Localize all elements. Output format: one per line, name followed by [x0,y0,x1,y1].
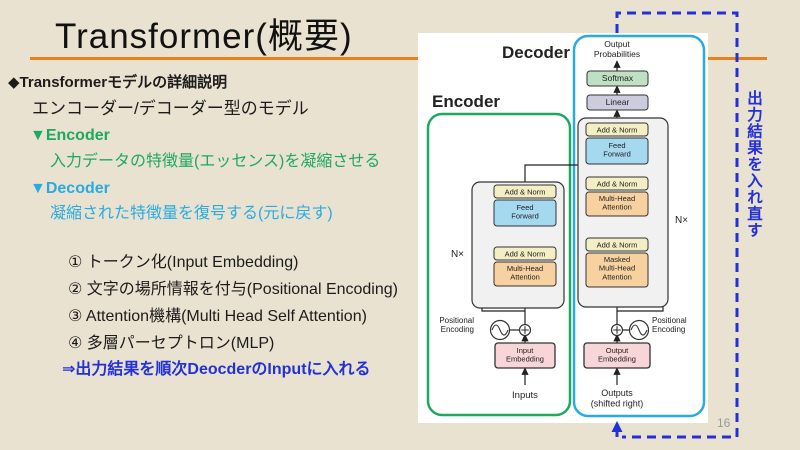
list-item-1: ① トークン化(Input Embedding) [68,254,299,271]
outputs-label: Outputs(shifted right) [591,388,644,408]
encoder-add-norm-1-label: Add & Norm [505,250,546,259]
decoder-description: 凝縮された特徴量を復号する(元に戻す) [50,205,333,222]
list-item-3: ③ Attention機構(Multi Head Self Attention) [68,308,367,325]
page-title: Transformer(概要) [55,17,353,56]
input-embedding-box [494,342,556,369]
encoder-add-norm-2-label: Add & Norm [505,188,546,197]
decoder-nx-label: N× [675,215,688,226]
encoder-group-label: Encoder [432,92,500,111]
loop-note: ⇒出力結果を順次DeocderのInputに入れる [62,361,371,378]
decoder-add-norm-2-label: Add & Norm [597,180,638,189]
linear-label: Linear [606,97,630,107]
page-number: 16 [717,416,731,430]
architecture-diagram-panel: Encoder Decoder [418,33,708,423]
encoder-description: 入力データの特徴量(エッセンス)を凝縮させる [50,153,381,170]
decoder-plus-icon [610,323,624,337]
transformer-diagram: Encoder Decoder [426,34,706,418]
section-subheading: エンコーダー/デコーダー型のモデル [32,99,309,118]
decoder-add-norm-3-label: Add & Norm [597,126,638,135]
section-heading: ◆Transformerモデルの詳細説明 [8,74,228,91]
softmax-label: Softmax [602,73,634,83]
encoder-nx-label: N× [451,249,464,260]
loop-note-vertical: 出力結果を入れ直す [745,90,762,239]
encoder-bounding-box [426,112,572,417]
encoder-multi-head-attention-box [493,261,557,287]
inputs-label: Inputs [512,390,538,401]
decoder-positional-encoding-icon [628,319,650,341]
title-underline [30,57,767,60]
decoder-add-norm-1-label: Add & Norm [597,241,638,250]
encoder-feed-forward-box [493,199,557,227]
decoder-group-label: Decoder [502,43,570,62]
encoder-positional-encoding-icon [489,319,511,341]
list-item-4: ④ 多層パーセプトロン(MLP) [68,335,275,352]
encoder-add-norm-2-box [493,184,557,199]
encoder-add-norm-1-box [493,246,557,261]
encoder-heading: ▼Encoder [30,127,110,144]
encoder-plus-icon [518,323,532,337]
decoder-heading: ▼Decoder [30,180,110,197]
list-item-2: ② 文字の場所情報を付与(Positional Encoding) [68,281,398,298]
